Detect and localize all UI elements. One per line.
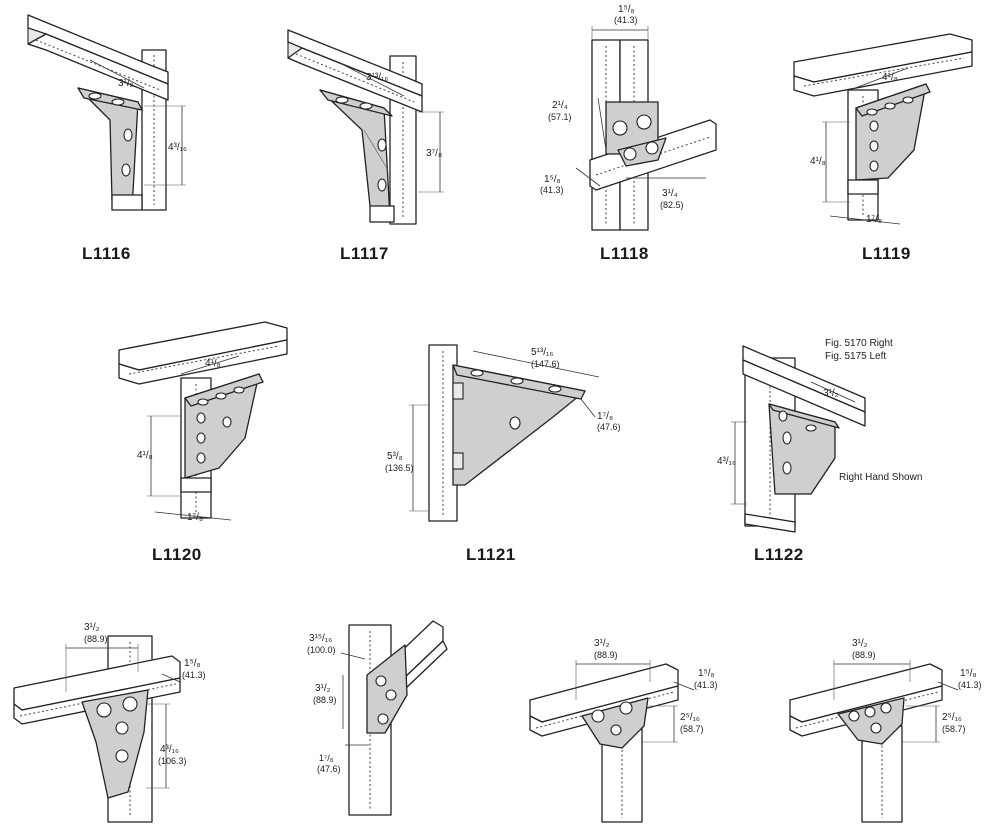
dim-top-mm: (88.9) — [594, 650, 618, 660]
dim-bottom: 1⁷/₈ — [866, 214, 882, 225]
figure-label: L1117 — [340, 244, 389, 263]
dim-height: 2⁵/₁₆ — [680, 712, 700, 723]
dim-width: 3¹/₂ — [118, 78, 134, 89]
figure-label: L1116 — [82, 244, 131, 263]
dim-middle: 3¹/₂ — [315, 683, 331, 694]
dim-top: 3¹/₂ — [852, 638, 868, 649]
figure-l1117: 3¹³/₁₆ 3⁷/₈ — [287, 29, 444, 225]
dim-bottom-right: 3¹/₄ — [662, 188, 678, 199]
note-fig-left: Fig. 5175 Left — [825, 351, 886, 362]
dim-top-mm: (88.9) — [852, 650, 876, 660]
dim-top-mm: (41.3) — [614, 15, 638, 25]
figure-bottom-4: 3¹/₂ (88.9) 1⁵/₈ (41.3) 2⁵/₁₆ (58.7) — [789, 638, 982, 823]
figure-label: L1120 — [152, 545, 202, 564]
drawing-l1122 — [742, 345, 866, 533]
dim-height: 4³/₁₆ — [168, 142, 187, 153]
dim-top: 1⁵/₈ — [618, 4, 635, 15]
dim-height: 4³/₁₆ — [717, 456, 736, 467]
figure-bottom-3: 3¹/₂ (88.9) 1⁵/₈ (41.3) 2⁵/₁₆ (58.7) — [529, 638, 718, 823]
drawing-l1120 — [118, 321, 288, 519]
dim-bottom-left: 1⁵/₈ — [544, 174, 561, 185]
figure-l1121: 5¹³/₁₆ (147.6) 1⁷/₈ (47.6) 5³/₈ (136.5) — [385, 344, 621, 522]
dim-side-mm: (41.3) — [958, 680, 982, 690]
dim-height-mm: (58.7) — [942, 724, 966, 734]
dim-height: 4³/₁₆ — [160, 744, 179, 755]
dim-side: 1⁵/₈ — [960, 668, 977, 679]
figure-l1120: 4¹/₈ 4¹/₈ 1⁷/₈ — [118, 321, 288, 523]
dim-bottom-mm: (47.6) — [317, 764, 341, 774]
dim-side: 1⁵/₈ — [184, 658, 201, 669]
figure-l1119: 4¹/₈ 4¹/₈ 1⁷/₈ — [793, 33, 973, 225]
figure-label: L1119 — [862, 244, 911, 263]
dim-top-mm: (100.0) — [307, 645, 336, 655]
dim-top: 3¹/₂ — [594, 638, 610, 649]
figure-l1122: Fig. 5170 Right Fig. 5175 Left 3¹/₂ 4³/₁… — [717, 338, 922, 533]
drawing-l1118 — [589, 39, 717, 231]
dim-top: 3¹/₂ — [823, 388, 839, 399]
dim-middle-mm: (88.9) — [313, 695, 337, 705]
drawing-l1117 — [287, 29, 423, 225]
dim-top: 3¹⁵/₁₆ — [309, 633, 332, 644]
dim-side: 1⁵/₈ — [698, 668, 715, 679]
figure-l1116: 3¹/₂ 4³/₁₆ — [27, 14, 187, 211]
dim-height-mm: (58.7) — [680, 724, 704, 734]
drawing-l1121 — [428, 344, 586, 522]
figure-bottom-1: 3¹/₂ (88.9) 1⁵/₈ (41.3) 4³/₁₆ (106.3) — [13, 622, 206, 823]
drawing-bottom-4 — [789, 663, 943, 823]
note-fig-right: Fig. 5170 Right — [825, 338, 893, 349]
drawing-bottom-1 — [13, 635, 181, 823]
dim-side-mm: (41.3) — [694, 680, 718, 690]
figure-label: L1121 — [466, 545, 516, 564]
dim-bottom-right-mm: (82.5) — [660, 200, 684, 210]
drawing-bottom-3 — [529, 663, 679, 823]
dim-height-mm: (136.5) — [385, 463, 414, 473]
note-hand: Right Hand Shown — [839, 472, 922, 483]
figure-label: L1122 — [754, 545, 804, 564]
dim-flange-mm: (47.6) — [597, 422, 621, 432]
dim-height: 2⁵/₁₆ — [942, 712, 962, 723]
dim-width: 3¹³/₁₆ — [366, 72, 388, 83]
dim-top: 4¹/₈ — [205, 358, 221, 369]
dim-line-width — [89, 59, 145, 89]
dim-width-mm: (147.6) — [531, 359, 560, 369]
dim-bottom: 1⁷/₈ — [187, 512, 203, 523]
dim-bottom: 1⁷/₈ — [319, 753, 334, 763]
figure-label: L1118 — [600, 244, 649, 263]
dim-top: 3¹/₂ — [84, 622, 100, 633]
dim-height-mm: (106.3) — [158, 756, 187, 766]
figure-bottom-2: 3¹⁵/₁₆ (100.0) 3¹/₂ (88.9) 1⁷/₈ (47.6) — [307, 620, 448, 816]
figure-l1118: 1⁵/₈ (41.3) 2¹/₄ (57.1) 1⁵/₈ (41.3) 3¹/₄… — [540, 4, 717, 231]
drawing-l1116 — [27, 14, 169, 211]
dim-height: 3⁷/₈ — [426, 148, 442, 159]
dim-flange: 1⁷/₈ — [597, 411, 613, 422]
dim-side-mm: (41.3) — [182, 670, 206, 680]
dim-bottom-left-mm: (41.3) — [540, 185, 564, 195]
dim-top-mm: (88.9) — [84, 634, 108, 644]
dim-left: 2¹/₄ — [552, 100, 568, 111]
dim-height: 4¹/₈ — [137, 450, 153, 461]
drawing-l1119 — [793, 33, 973, 221]
drawing-bottom-2 — [348, 620, 448, 816]
dim-width: 5¹³/₁₆ — [531, 347, 553, 358]
dim-left-mm: (57.1) — [548, 112, 572, 122]
dim-height: 5³/₈ — [387, 451, 403, 462]
dim-height: 4¹/₈ — [810, 156, 826, 167]
dim-top: 4¹/₈ — [882, 72, 898, 83]
